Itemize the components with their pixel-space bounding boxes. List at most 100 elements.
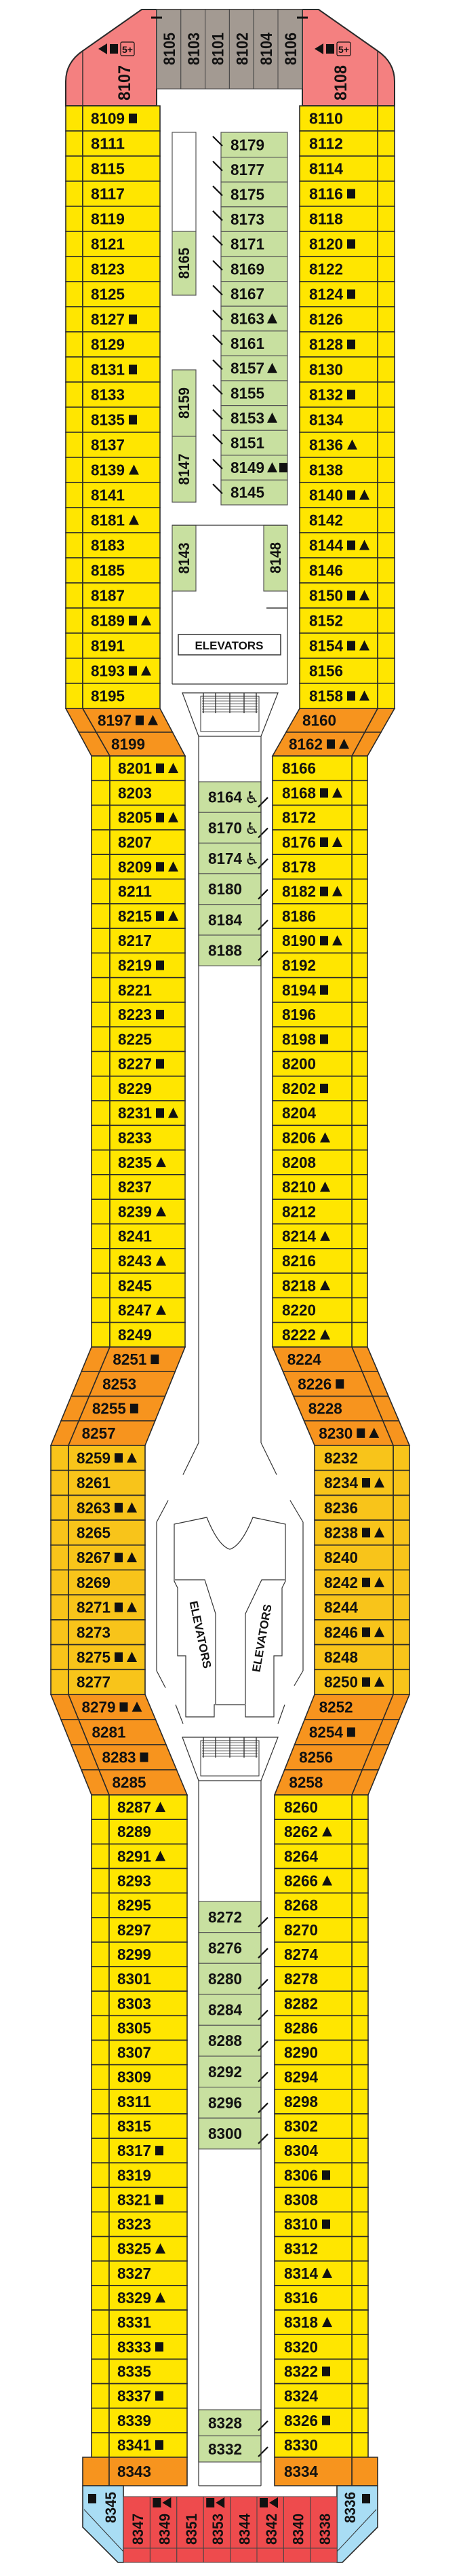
cabin-8284[interactable]: 8284: [198, 1994, 268, 2026]
cabin-8170[interactable]: 8170♿: [198, 812, 268, 844]
cabin-8264[interactable]: 8264: [274, 1843, 369, 1870]
cabin-8114[interactable]: 8114: [299, 155, 395, 182]
cabin-8124[interactable]: 8124: [299, 281, 395, 307]
cabin-8229[interactable]: 8229: [91, 1075, 186, 1101]
cabin-8101[interactable]: 8101: [205, 9, 230, 90]
cabin-8300[interactable]: 8300: [198, 2117, 268, 2150]
cabin-8249[interactable]: 8249: [91, 1321, 186, 1348]
cabin-8253[interactable]: 8253: [70, 1371, 176, 1397]
cabin-8322[interactable]: 8322: [274, 2358, 369, 2385]
cabin-8328[interactable]: 8328: [198, 2409, 268, 2437]
cabin-8144[interactable]: 8144: [299, 532, 395, 558]
cabin-8157[interactable]: 8157: [212, 355, 288, 381]
cabin-8277[interactable]: 8277: [50, 1669, 146, 1695]
cabin-8142[interactable]: 8142: [299, 507, 395, 533]
cabin-8109[interactable]: 8109: [65, 105, 161, 132]
cabin-8305[interactable]: 8305: [91, 2015, 188, 2041]
cabin-8156[interactable]: 8156: [299, 658, 395, 684]
cabin-8353[interactable]: 8353: [203, 2496, 231, 2563]
cabin-8242[interactable]: 8242: [314, 1569, 410, 1595]
cabin-8197[interactable]: 8197: [64, 708, 174, 733]
cabin-8220[interactable]: 8220: [272, 1297, 368, 1323]
cabin-8281[interactable]: 8281: [60, 1719, 167, 1745]
cabin-8282[interactable]: 8282: [274, 1990, 369, 2017]
cabin-8121[interactable]: 8121: [65, 231, 161, 257]
cabin-8279[interactable]: 8279: [49, 1694, 157, 1720]
cabin-8118[interactable]: 8118: [299, 206, 395, 232]
cabin-8243[interactable]: 8243: [91, 1248, 186, 1274]
cabin-8200[interactable]: 8200: [272, 1050, 368, 1077]
cabin-8194[interactable]: 8194: [272, 977, 368, 1003]
cabin-8123[interactable]: 8123: [65, 256, 161, 282]
cabin-8182[interactable]: 8182: [272, 878, 368, 905]
cabin-8104[interactable]: 8104: [253, 9, 279, 90]
cabin-8168[interactable]: 8168: [272, 780, 368, 806]
cabin-8226[interactable]: 8226: [282, 1371, 390, 1397]
cabin-8265[interactable]: 8265: [50, 1519, 146, 1546]
cabin-8308[interactable]: 8308: [274, 2186, 369, 2213]
cabin-8319[interactable]: 8319: [91, 2162, 188, 2189]
cabin-8306[interactable]: 8306: [274, 2162, 369, 2189]
cabin-8216[interactable]: 8216: [272, 1248, 368, 1274]
cabin-8135[interactable]: 8135: [65, 406, 161, 433]
cabin-8335[interactable]: 8335: [91, 2358, 188, 2385]
cabin-8291[interactable]: 8291: [91, 1843, 188, 1870]
cabin-8212[interactable]: 8212: [272, 1198, 368, 1225]
cabin-8292[interactable]: 8292: [198, 2056, 268, 2088]
cabin-8349[interactable]: 8349: [149, 2496, 178, 2563]
cabin-8219[interactable]: 8219: [91, 952, 186, 979]
cabin-8263[interactable]: 8263: [50, 1494, 146, 1521]
cabin-8256[interactable]: 8256: [283, 1744, 390, 1770]
cabin-8327[interactable]: 8327: [91, 2260, 188, 2286]
cabin-8133[interactable]: 8133: [65, 381, 161, 408]
cabin-8317[interactable]: 8317: [91, 2138, 188, 2164]
cabin-8143[interactable]: 8143: [172, 525, 197, 592]
cabin-8338[interactable]: 8338: [310, 2496, 338, 2563]
cabin-8190[interactable]: 8190: [272, 928, 368, 954]
cabin-8270[interactable]: 8270: [274, 1916, 369, 1943]
cabin-8345[interactable]: 8345: [82, 2485, 124, 2563]
cabin-8120[interactable]: 8120: [299, 231, 395, 257]
cabin-8199[interactable]: 8199: [77, 732, 186, 757]
cabin-8289[interactable]: 8289: [91, 1819, 188, 1845]
cabin-8208[interactable]: 8208: [272, 1149, 368, 1175]
cabin-8241[interactable]: 8241: [91, 1223, 186, 1249]
cabin-8159[interactable]: 8159: [172, 369, 197, 437]
cabin-8295[interactable]: 8295: [91, 1892, 188, 1918]
cabin-8329[interactable]: 8329: [91, 2285, 188, 2311]
cabin-8160[interactable]: 8160: [285, 708, 396, 733]
cabin-8214[interactable]: 8214: [272, 1223, 368, 1249]
cabin-8339[interactable]: 8339: [91, 2407, 188, 2433]
cabin-8276[interactable]: 8276: [198, 1932, 268, 1964]
cabin-8150[interactable]: 8150: [299, 582, 395, 609]
cabin-8139[interactable]: 8139: [65, 457, 161, 483]
cabin-8173[interactable]: 8173: [212, 206, 288, 232]
cabin-8132[interactable]: 8132: [299, 381, 395, 408]
cabin-8167[interactable]: 8167: [212, 281, 288, 307]
cabin-8169[interactable]: 8169: [212, 256, 288, 282]
cabin-8176[interactable]: 8176: [272, 829, 368, 855]
cabin-8196[interactable]: 8196: [272, 1002, 368, 1028]
cabin-8298[interactable]: 8298: [274, 2088, 369, 2115]
cabin-8314[interactable]: 8314: [274, 2260, 369, 2286]
cabin-8163[interactable]: 8163: [212, 305, 288, 332]
cabin-8268[interactable]: 8268: [274, 1892, 369, 1918]
cabin-8209[interactable]: 8209: [91, 854, 186, 880]
cabin-8115[interactable]: 8115: [65, 155, 161, 182]
cabin-8178[interactable]: 8178: [272, 854, 368, 880]
cabin-8206[interactable]: 8206: [272, 1124, 368, 1151]
cabin-8174[interactable]: 8174♿: [198, 842, 268, 875]
cabin-8324[interactable]: 8324: [274, 2383, 369, 2409]
cabin-8239[interactable]: 8239: [91, 1198, 186, 1225]
cabin-8181[interactable]: 8181: [65, 507, 161, 533]
cabin-8250[interactable]: 8250: [314, 1669, 410, 1695]
cabin-8278[interactable]: 8278: [274, 1966, 369, 1992]
cabin-8262[interactable]: 8262: [274, 1819, 369, 1845]
cabin-8152[interactable]: 8152: [299, 607, 395, 634]
cabin-8129[interactable]: 8129: [65, 331, 161, 358]
cabin-8192[interactable]: 8192: [272, 952, 368, 979]
cabin-8224[interactable]: 8224: [271, 1346, 379, 1373]
cabin-8247[interactable]: 8247: [91, 1297, 186, 1323]
cabin-8321[interactable]: 8321: [91, 2186, 188, 2213]
cabin-8137[interactable]: 8137: [65, 432, 161, 458]
